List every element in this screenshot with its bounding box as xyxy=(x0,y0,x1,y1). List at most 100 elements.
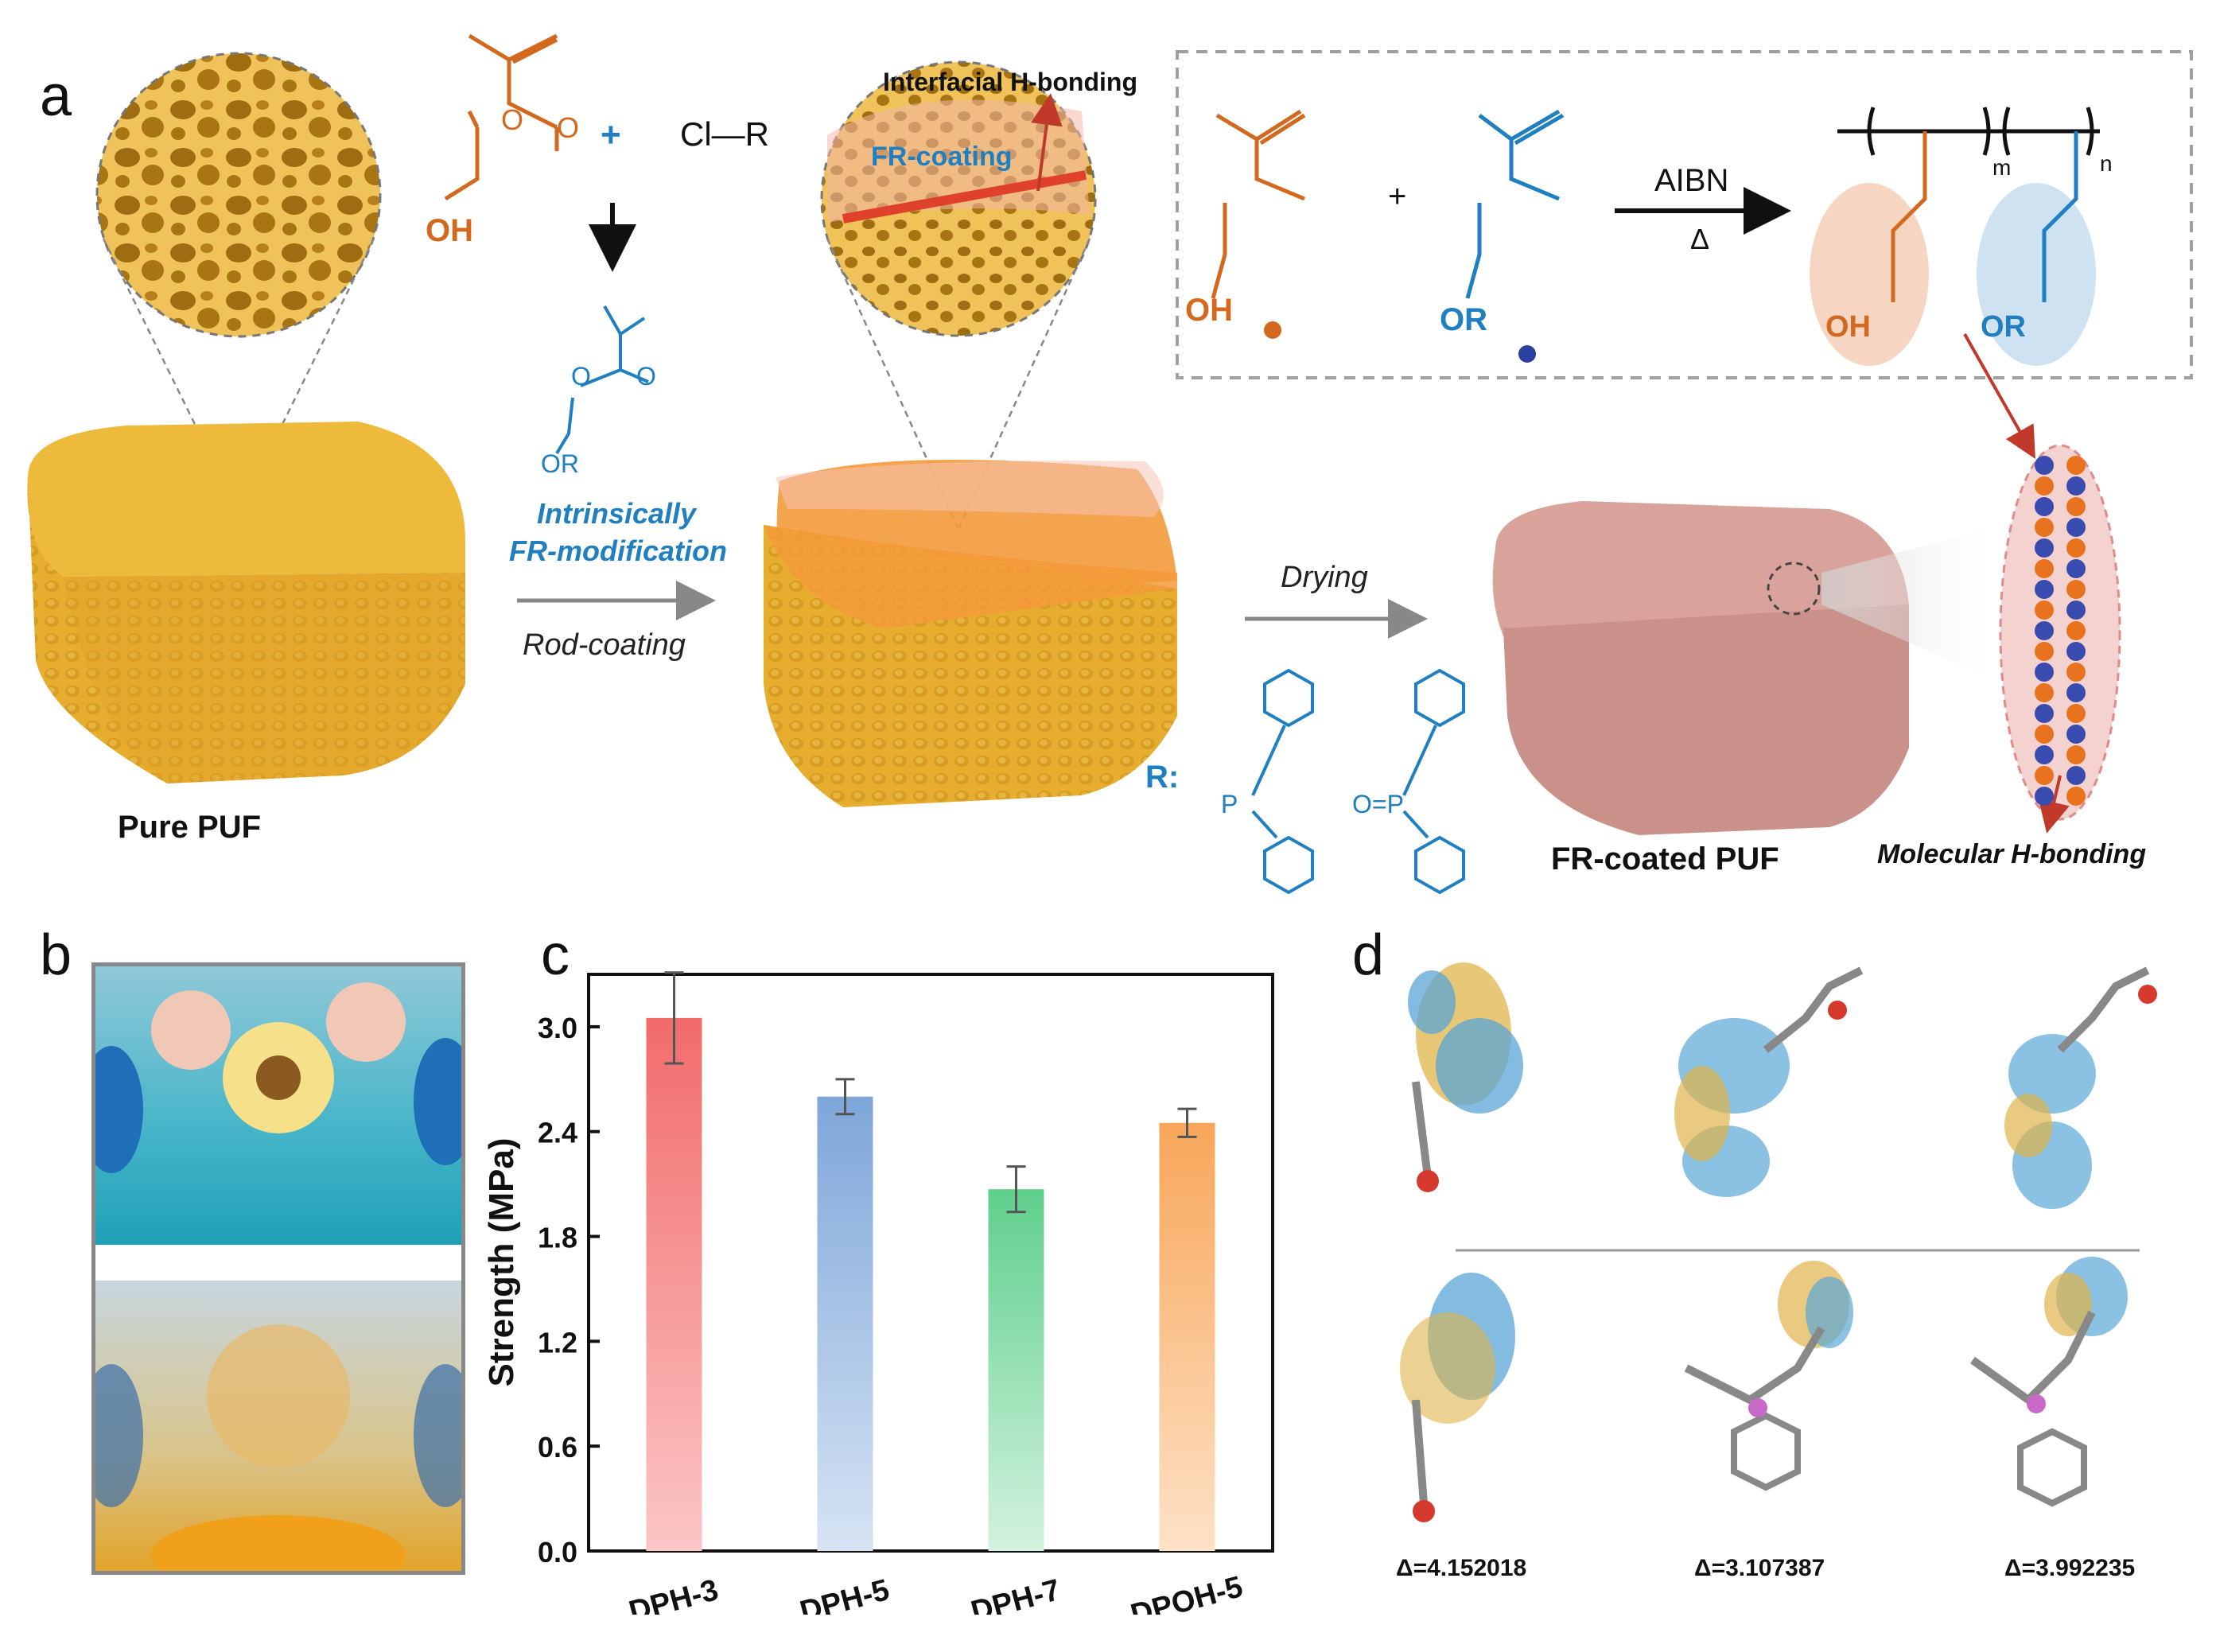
bead xyxy=(2066,601,2086,620)
hema-o2-label: O xyxy=(557,111,580,144)
x-tick-label: DPH-5 xyxy=(796,1573,892,1615)
panel-label-c: c xyxy=(541,923,570,987)
bar-dph-7 xyxy=(988,1189,1044,1551)
coated-puf-block-middle xyxy=(764,460,1177,807)
hema-structure xyxy=(444,33,559,201)
orbital-panel xyxy=(1400,962,2157,1522)
bead xyxy=(2035,621,2054,640)
bead xyxy=(2035,663,2054,682)
fr-modification-label: FR-modification xyxy=(509,534,727,567)
phosphine-p-label: P xyxy=(1221,790,1238,818)
fr-coating-label: FR-coating xyxy=(871,142,1013,172)
bead xyxy=(2066,518,2086,537)
r-label: R: xyxy=(1145,760,1180,795)
reaction-plus: + xyxy=(1388,179,1407,214)
reaction-fr-monomer xyxy=(1465,109,1565,299)
bar-dph-5 xyxy=(817,1096,873,1551)
bead xyxy=(2035,766,2054,785)
fr-o2-label: O xyxy=(636,362,656,391)
bead xyxy=(2035,456,2054,475)
reaction-or-label: OR xyxy=(1440,302,1487,337)
bead xyxy=(2035,538,2054,558)
fr-o-label: O xyxy=(571,362,591,391)
bead xyxy=(2035,787,2054,806)
bead xyxy=(2066,745,2086,764)
panel-label-d: d xyxy=(1352,923,1385,987)
polymer-oh-label: OH xyxy=(1825,310,1871,344)
bead xyxy=(2066,456,2086,475)
pure-puf-zoom-circle xyxy=(95,52,382,514)
x-tick-label: DPH-7 xyxy=(967,1573,1063,1615)
bead xyxy=(2066,704,2086,723)
x-tick-label: DPOH-5 xyxy=(1127,1570,1246,1615)
bead xyxy=(2035,476,2054,496)
bead xyxy=(2066,538,2086,558)
bead xyxy=(2035,601,2054,620)
reaction-oh-label: OH xyxy=(1185,293,1233,328)
fr-coated-puf-block xyxy=(1492,501,2004,835)
bead xyxy=(2035,683,2054,702)
bead xyxy=(2066,642,2086,661)
interfacial-hbond-label: Interfacial H-bonding xyxy=(883,68,1137,96)
rod-coating-label: Rod-coating xyxy=(523,628,686,662)
r-group-phosphine xyxy=(1251,668,1314,895)
bar-dph-3 xyxy=(646,1017,702,1551)
bead xyxy=(2066,787,2086,806)
blue-monomer-bead xyxy=(1518,345,1536,363)
fr-coated-puf-label: FR-coated PUF xyxy=(1551,842,1779,877)
bead xyxy=(2066,725,2086,744)
molecular-hbond-label: Molecular H-bonding xyxy=(1877,839,2147,869)
bead xyxy=(2035,497,2054,516)
reaction-hema xyxy=(1211,109,1306,299)
r-group-phosphine-oxide xyxy=(1402,668,1465,895)
phosphine-oxide-op-label: O=P xyxy=(1352,790,1404,818)
aibn-label: AIBN xyxy=(1654,163,1729,198)
orbital-hema-homo xyxy=(1400,1273,1515,1522)
plus-sign: + xyxy=(601,115,621,154)
panel-label-a: a xyxy=(40,64,72,128)
y-tick-label: 0.6 xyxy=(538,1431,577,1463)
orbital-phosphine-lumo xyxy=(1674,966,1864,1197)
bead xyxy=(2035,725,2054,744)
gap-label-3: Δ=3.992235 xyxy=(2004,1555,2136,1581)
plot-frame xyxy=(587,973,1274,1553)
bead xyxy=(2035,559,2054,578)
bead-chain-svg xyxy=(2035,456,2086,806)
bead xyxy=(2035,642,2054,661)
orbital-phosphine-oxide-homo xyxy=(1970,1257,2128,1507)
orbital-phosphine-homo xyxy=(1684,1261,1853,1491)
fr-coating-zoom-circle xyxy=(820,60,1097,530)
gap-label-2: Δ=3.107387 xyxy=(1694,1555,1825,1581)
bead xyxy=(2066,559,2086,578)
pure-puf-block xyxy=(27,422,465,783)
photo-panel-b xyxy=(80,962,477,1595)
y-axis-label: Strength (MPa) xyxy=(482,1138,521,1387)
orbital-hema-lumo xyxy=(1408,962,1523,1192)
orbital-phosphine-oxide-lumo xyxy=(2004,966,2157,1209)
bead xyxy=(2066,621,2086,640)
bead xyxy=(2066,683,2086,702)
panel-label-b: b xyxy=(40,923,72,987)
orange-monomer-bead xyxy=(1264,321,1281,339)
bead xyxy=(2035,704,2054,723)
intrinsically-label: Intrinsically xyxy=(537,497,697,530)
y-tick-label: 0.0 xyxy=(538,1536,577,1568)
bead xyxy=(2066,580,2086,599)
bead xyxy=(2035,745,2054,764)
fr-or-label: OR xyxy=(541,449,579,478)
pure-puf-label: Pure PUF xyxy=(118,810,262,845)
bead xyxy=(2066,497,2086,516)
hema-o-label: O xyxy=(501,103,524,136)
y-tick-label: 1.8 xyxy=(538,1222,577,1254)
bead xyxy=(2035,518,2054,537)
drying-label: Drying xyxy=(1281,561,1368,594)
delta-label: Δ xyxy=(1690,223,1710,255)
subscript-m: m xyxy=(1992,155,2012,180)
y-tick-label: 1.2 xyxy=(538,1326,577,1359)
bead xyxy=(2066,663,2086,682)
y-tick-label: 2.4 xyxy=(538,1117,577,1149)
bead xyxy=(2035,580,2054,599)
reaction-scheme-box xyxy=(1176,50,2193,379)
hema-oh-label: OH xyxy=(426,213,473,248)
